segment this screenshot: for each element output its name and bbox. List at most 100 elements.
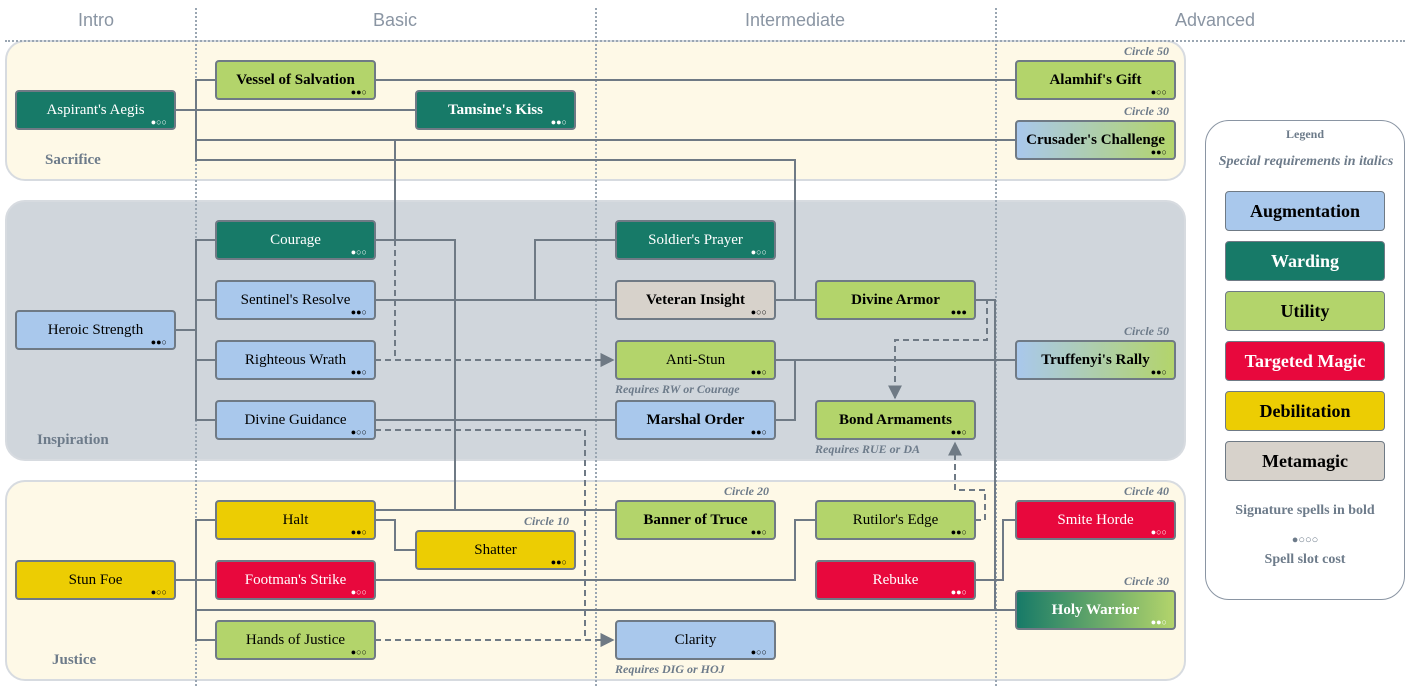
- spell-cost-dots: ●●○: [950, 427, 967, 437]
- spell-node-truffenyis-rally[interactable]: Truffenyi's Rally ●●○: [1015, 340, 1176, 380]
- circle-note-holy: Circle 30: [1124, 574, 1169, 588]
- spell-node-veteran-insight[interactable]: Veteran Insight ●○○: [615, 280, 776, 320]
- spell-node-crusaders-challenge[interactable]: Crusader's Challenge ●●○: [1015, 120, 1176, 160]
- legend-item-warding: Warding: [1225, 241, 1385, 281]
- spell-node-holy-warrior[interactable]: Holy Warrior ●●○: [1015, 590, 1176, 630]
- spell-cost-dots: ●○○: [350, 587, 367, 597]
- wire-courage-crusader: [375, 140, 396, 241]
- circle-note-smite: Circle 40: [1124, 484, 1169, 498]
- legend-panel: Legend Special requirements in italics A…: [1205, 120, 1405, 600]
- spell-label: Divine Guidance: [244, 411, 347, 428]
- spell-label: Vessel of Salvation: [236, 71, 355, 88]
- spell-node-alamhifs-gift[interactable]: Alamhif's Gift ●○○: [1015, 60, 1176, 100]
- spell-label: Bond Armaments: [839, 411, 952, 428]
- spell-label: Righteous Wrath: [244, 351, 347, 368]
- spell-node-aspirants-aegis[interactable]: Aspirant's Aegis ●○○: [15, 90, 176, 130]
- requirement-note-clarity: Requires DIG or HOJ: [615, 662, 725, 676]
- wire-heroic-courage: [175, 239, 215, 331]
- spell-node-tamsines-kiss[interactable]: Tamsine's Kiss ●●○: [415, 90, 576, 130]
- spell-node-divine-armor[interactable]: Divine Armor ●●●: [815, 280, 976, 320]
- spell-node-divine-guidance[interactable]: Divine Guidance ●○○: [215, 400, 376, 440]
- spell-cost-dots: ●○○: [150, 117, 167, 127]
- legend-item-utility: Utility: [1225, 291, 1385, 331]
- spell-label: Crusader's Challenge: [1026, 131, 1165, 148]
- column-title-intro: Intro: [77, 10, 115, 30]
- wire-divinearmor-holywarrior: [975, 299, 1015, 611]
- spell-label: Holy Warrior: [1051, 601, 1140, 618]
- legend-item-debilitation: Debilitation: [1225, 391, 1385, 431]
- spell-label: Footman's Strike: [244, 571, 347, 588]
- spell-label: Alamhif's Gift: [1049, 71, 1142, 88]
- spell-node-hands-of-justice[interactable]: Hands of Justice ●○○: [215, 620, 376, 660]
- spell-node-clarity[interactable]: Clarity ●○○: [615, 620, 776, 660]
- spell-label: Stun Foe: [68, 571, 123, 588]
- spell-cost-dots: ●●○: [350, 87, 367, 97]
- column-title-intermediate: Intermediate: [744, 10, 846, 30]
- spell-node-shatter[interactable]: Shatter ●●○: [415, 530, 576, 570]
- spell-node-marshal-order[interactable]: Marshal Order ●●○: [615, 400, 776, 440]
- spell-node-bond-armaments[interactable]: Bond Armaments ●●○: [815, 400, 976, 440]
- section-label-justice: Justice: [52, 652, 97, 668]
- spell-cost-dots: ●●○: [350, 527, 367, 537]
- legend-item-targeted-magic: Targeted Magic: [1225, 341, 1385, 381]
- spell-node-vessel-of-salvation[interactable]: Vessel of Salvation ●●○: [215, 60, 376, 100]
- spell-node-anti-stun[interactable]: Anti-Stun ●●○: [615, 340, 776, 380]
- spell-label: Veteran Insight: [645, 291, 746, 308]
- spell-node-sentinels-resolve[interactable]: Sentinel's Resolve ●●○: [215, 280, 376, 320]
- spell-cost-dots: ●●○: [550, 557, 567, 567]
- legend-signature-note: Signature spells in bold: [1235, 503, 1375, 518]
- spell-node-soldiers-prayer[interactable]: Soldier's Prayer ●○○: [615, 220, 776, 260]
- spell-cost-dots: ●○○: [750, 647, 767, 657]
- spell-label: Shatter: [474, 541, 517, 558]
- spell-label: Aspirant's Aegis: [46, 101, 145, 118]
- spell-label: Heroic Strength: [47, 321, 144, 338]
- header-separator: [5, 40, 1405, 42]
- wire-aegis-vessel: [175, 79, 215, 111]
- spell-cost-dots: ●●○: [750, 367, 767, 377]
- spell-label: Rebuke: [872, 571, 919, 588]
- spell-node-heroic-strength[interactable]: Heroic Strength ●●○: [15, 310, 176, 350]
- spell-cost-dots: ●●○: [350, 307, 367, 317]
- spell-cost-dots: ●●●: [950, 307, 967, 317]
- spell-cost-dots: ●●○: [350, 367, 367, 377]
- circle-note-shatter: Circle 10: [524, 514, 569, 528]
- column-separator-2: [595, 8, 597, 686]
- spell-cost-dots: ●●○: [750, 527, 767, 537]
- spell-cost-dots: ●○○: [150, 587, 167, 597]
- legend-item-metamagic: Metamagic: [1225, 441, 1385, 481]
- spell-label: Sentinel's Resolve: [240, 291, 351, 308]
- spell-node-halt[interactable]: Halt ●●○: [215, 500, 376, 540]
- spell-node-righteous-wrath[interactable]: Righteous Wrath ●●○: [215, 340, 376, 380]
- spell-node-banner-of-truce[interactable]: Banner of Truce ●●○: [615, 500, 776, 540]
- circle-note-alamhif: Circle 50: [1124, 44, 1169, 58]
- wire-marshal-truffenyi: [775, 360, 796, 421]
- spell-cost-dots: ●●○: [750, 427, 767, 437]
- wire-stunfoe-holywarrior: [195, 580, 1015, 611]
- spell-label: Hands of Justice: [245, 631, 346, 648]
- spell-cost-dots: ●●○: [950, 587, 967, 597]
- spell-cost-dots: ●●○: [150, 337, 167, 347]
- wire-halt-shatter: [375, 519, 415, 551]
- spell-node-stun-foe[interactable]: Stun Foe ●○○: [15, 560, 176, 600]
- spell-node-rebuke[interactable]: Rebuke ●●○: [815, 560, 976, 600]
- spell-cost-dots: ●○○: [350, 427, 367, 437]
- spell-cost-dots: ●○○: [750, 307, 767, 317]
- spell-node-courage[interactable]: Courage ●○○: [215, 220, 376, 260]
- circle-note-banner: Circle 20: [724, 484, 769, 498]
- spell-node-rutilors-edge[interactable]: Rutilor's Edge ●●○: [815, 500, 976, 540]
- section-label-inspiration: Inspiration: [37, 432, 109, 448]
- spell-label: Anti-Stun: [665, 351, 726, 368]
- dashed-divinearmor-bond: [888, 299, 988, 400]
- spell-cost-dots: ●○○: [750, 247, 767, 257]
- spell-label: Soldier's Prayer: [648, 231, 743, 248]
- wire-heroic-guidance: [195, 330, 215, 421]
- spell-label: Tamsine's Kiss: [448, 101, 543, 118]
- spell-cost-dots: ●●○: [550, 117, 567, 127]
- column-title-advanced: Advanced: [1174, 10, 1256, 30]
- wire-aegis-crusader: [195, 110, 1015, 141]
- spell-label: Divine Armor: [851, 291, 940, 308]
- spell-node-smite-horde[interactable]: Smite Horde ●○○: [1015, 500, 1176, 540]
- wire-rebuke-smite: [975, 519, 1015, 581]
- wire-courage-banner: [375, 239, 615, 511]
- spell-node-footmans-strike[interactable]: Footman's Strike ●○○: [215, 560, 376, 600]
